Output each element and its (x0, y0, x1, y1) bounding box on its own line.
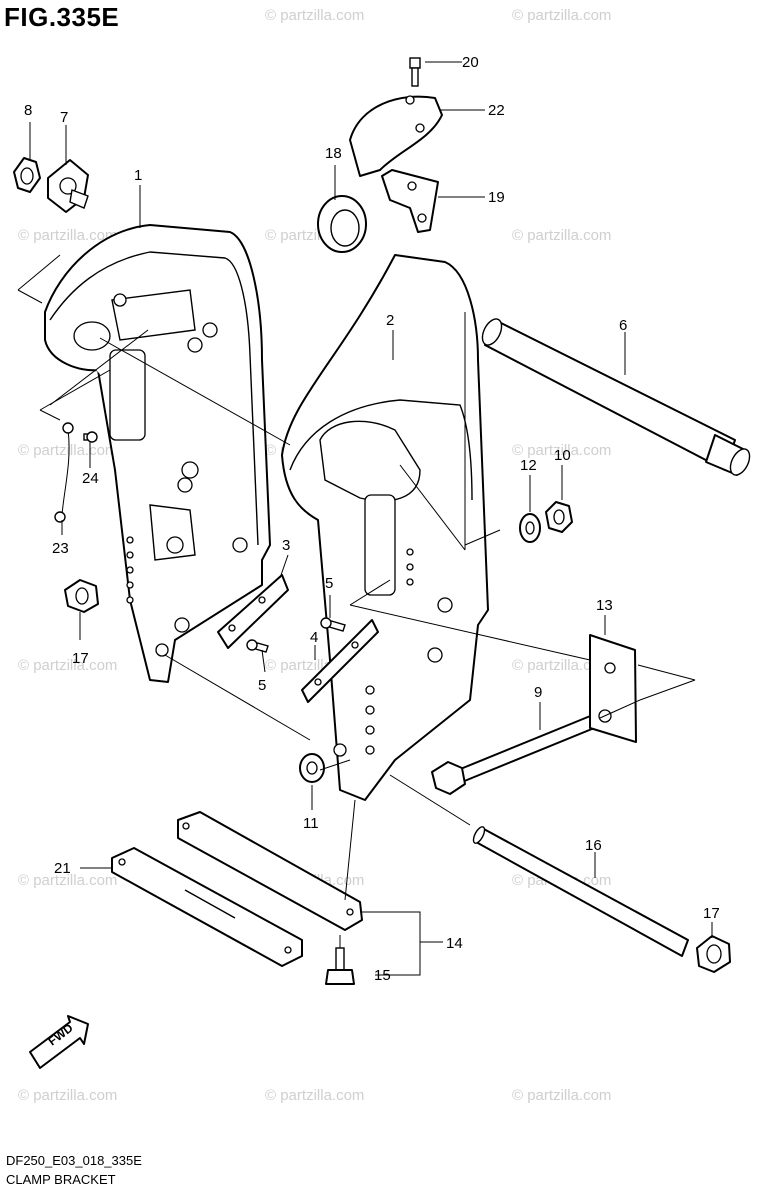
callout-13: 13 (596, 597, 613, 614)
callout-4: 4 (310, 629, 318, 646)
callout-14: 14 (446, 935, 463, 952)
callout-11: 11 (303, 815, 319, 832)
callout-12: 12 (520, 457, 537, 474)
callout-16: 16 (585, 837, 602, 854)
callout-2: 2 (386, 312, 394, 329)
callout-21: 21 (54, 860, 71, 877)
part-19-bracket-cover[interactable] (381, 169, 439, 233)
callout-24: 24 (82, 470, 99, 487)
part-4-plate[interactable] (301, 619, 379, 703)
watermark: © partzilla.com (512, 1087, 611, 1104)
callout-5: 5 (325, 575, 333, 592)
part-16-shaft[interactable] (471, 825, 689, 957)
callout-6: 6 (619, 317, 627, 334)
callout-9: 9 (534, 684, 542, 701)
watermark: © partzilla.com (512, 442, 611, 459)
callout-3: 3 (282, 537, 290, 554)
part-5-bolt-lower[interactable] (246, 639, 269, 653)
part-23-lead-wire[interactable] (54, 422, 74, 523)
watermark: © partzilla.com (18, 1087, 117, 1104)
figure-title: FIG.335E (4, 2, 120, 32)
callout-7: 7 (60, 109, 68, 126)
part-6-tilt-tube[interactable] (479, 316, 754, 478)
watermark: © partzilla.com (265, 1087, 364, 1104)
watermark: © partzilla.com (18, 442, 117, 459)
fwd-arrow-icon: FWD (29, 1015, 89, 1069)
figure-caption: CLAMP BRACKET (6, 1172, 116, 1187)
callout-23: 23 (52, 540, 69, 557)
part-18-grommet[interactable] (317, 195, 367, 253)
part-21-anode[interactable] (111, 847, 303, 967)
part-5-bolt-upper[interactable] (320, 617, 346, 632)
part-8-nut[interactable] (13, 157, 41, 193)
part-17-nut-lower[interactable] (696, 935, 731, 973)
callout-10: 10 (554, 447, 571, 464)
callout-17: 17 (72, 650, 89, 667)
figure-code: DF250_E03_018_335E (6, 1153, 142, 1168)
callout-8: 8 (24, 102, 32, 119)
part-1-clamp-bracket-port[interactable] (44, 224, 271, 683)
watermark: © partzilla.com (512, 657, 611, 674)
callout-15: 15 (374, 967, 391, 984)
part-20-bolt[interactable] (409, 57, 421, 87)
part-17-nut-upper[interactable] (64, 579, 99, 613)
part-15-bolt[interactable] (325, 947, 355, 985)
part-2-clamp-bracket-starboard[interactable] (281, 254, 489, 801)
part-10-nut[interactable] (545, 501, 573, 533)
watermarks: © partzilla.com © partzilla.com © partzi… (18, 7, 611, 1104)
watermark: © partzilla.com (265, 7, 364, 24)
part-12-washer[interactable] (519, 513, 541, 543)
callout-1: 1 (134, 167, 142, 184)
callout-labels: 8 7 1 18 20 22 19 2 6 12 10 24 23 3 5 4 … (24, 54, 720, 984)
part-11-washer[interactable] (299, 753, 325, 783)
callout-18: 18 (325, 145, 342, 162)
callout-17: 17 (703, 905, 720, 922)
callout-22: 22 (488, 102, 505, 119)
watermark: © partzilla.com (18, 227, 117, 244)
part-7-flange[interactable] (47, 159, 89, 213)
leader-lines (17, 61, 713, 976)
part-13-plate[interactable] (589, 634, 637, 743)
callout-5: 5 (258, 677, 266, 694)
part-14-anode-set[interactable] (177, 811, 363, 931)
part-3-plate[interactable] (217, 574, 289, 649)
part-24-screw[interactable] (83, 431, 98, 443)
watermark: © partzilla.com (18, 657, 117, 674)
part-22-cover[interactable] (349, 95, 443, 177)
watermark: © partzilla.com (512, 7, 611, 24)
watermark: © partzilla.com (18, 872, 117, 889)
callout-19: 19 (488, 189, 505, 206)
callout-20: 20 (462, 54, 479, 71)
part-9-bolt[interactable] (431, 709, 610, 795)
watermark: © partzilla.com (512, 227, 611, 244)
